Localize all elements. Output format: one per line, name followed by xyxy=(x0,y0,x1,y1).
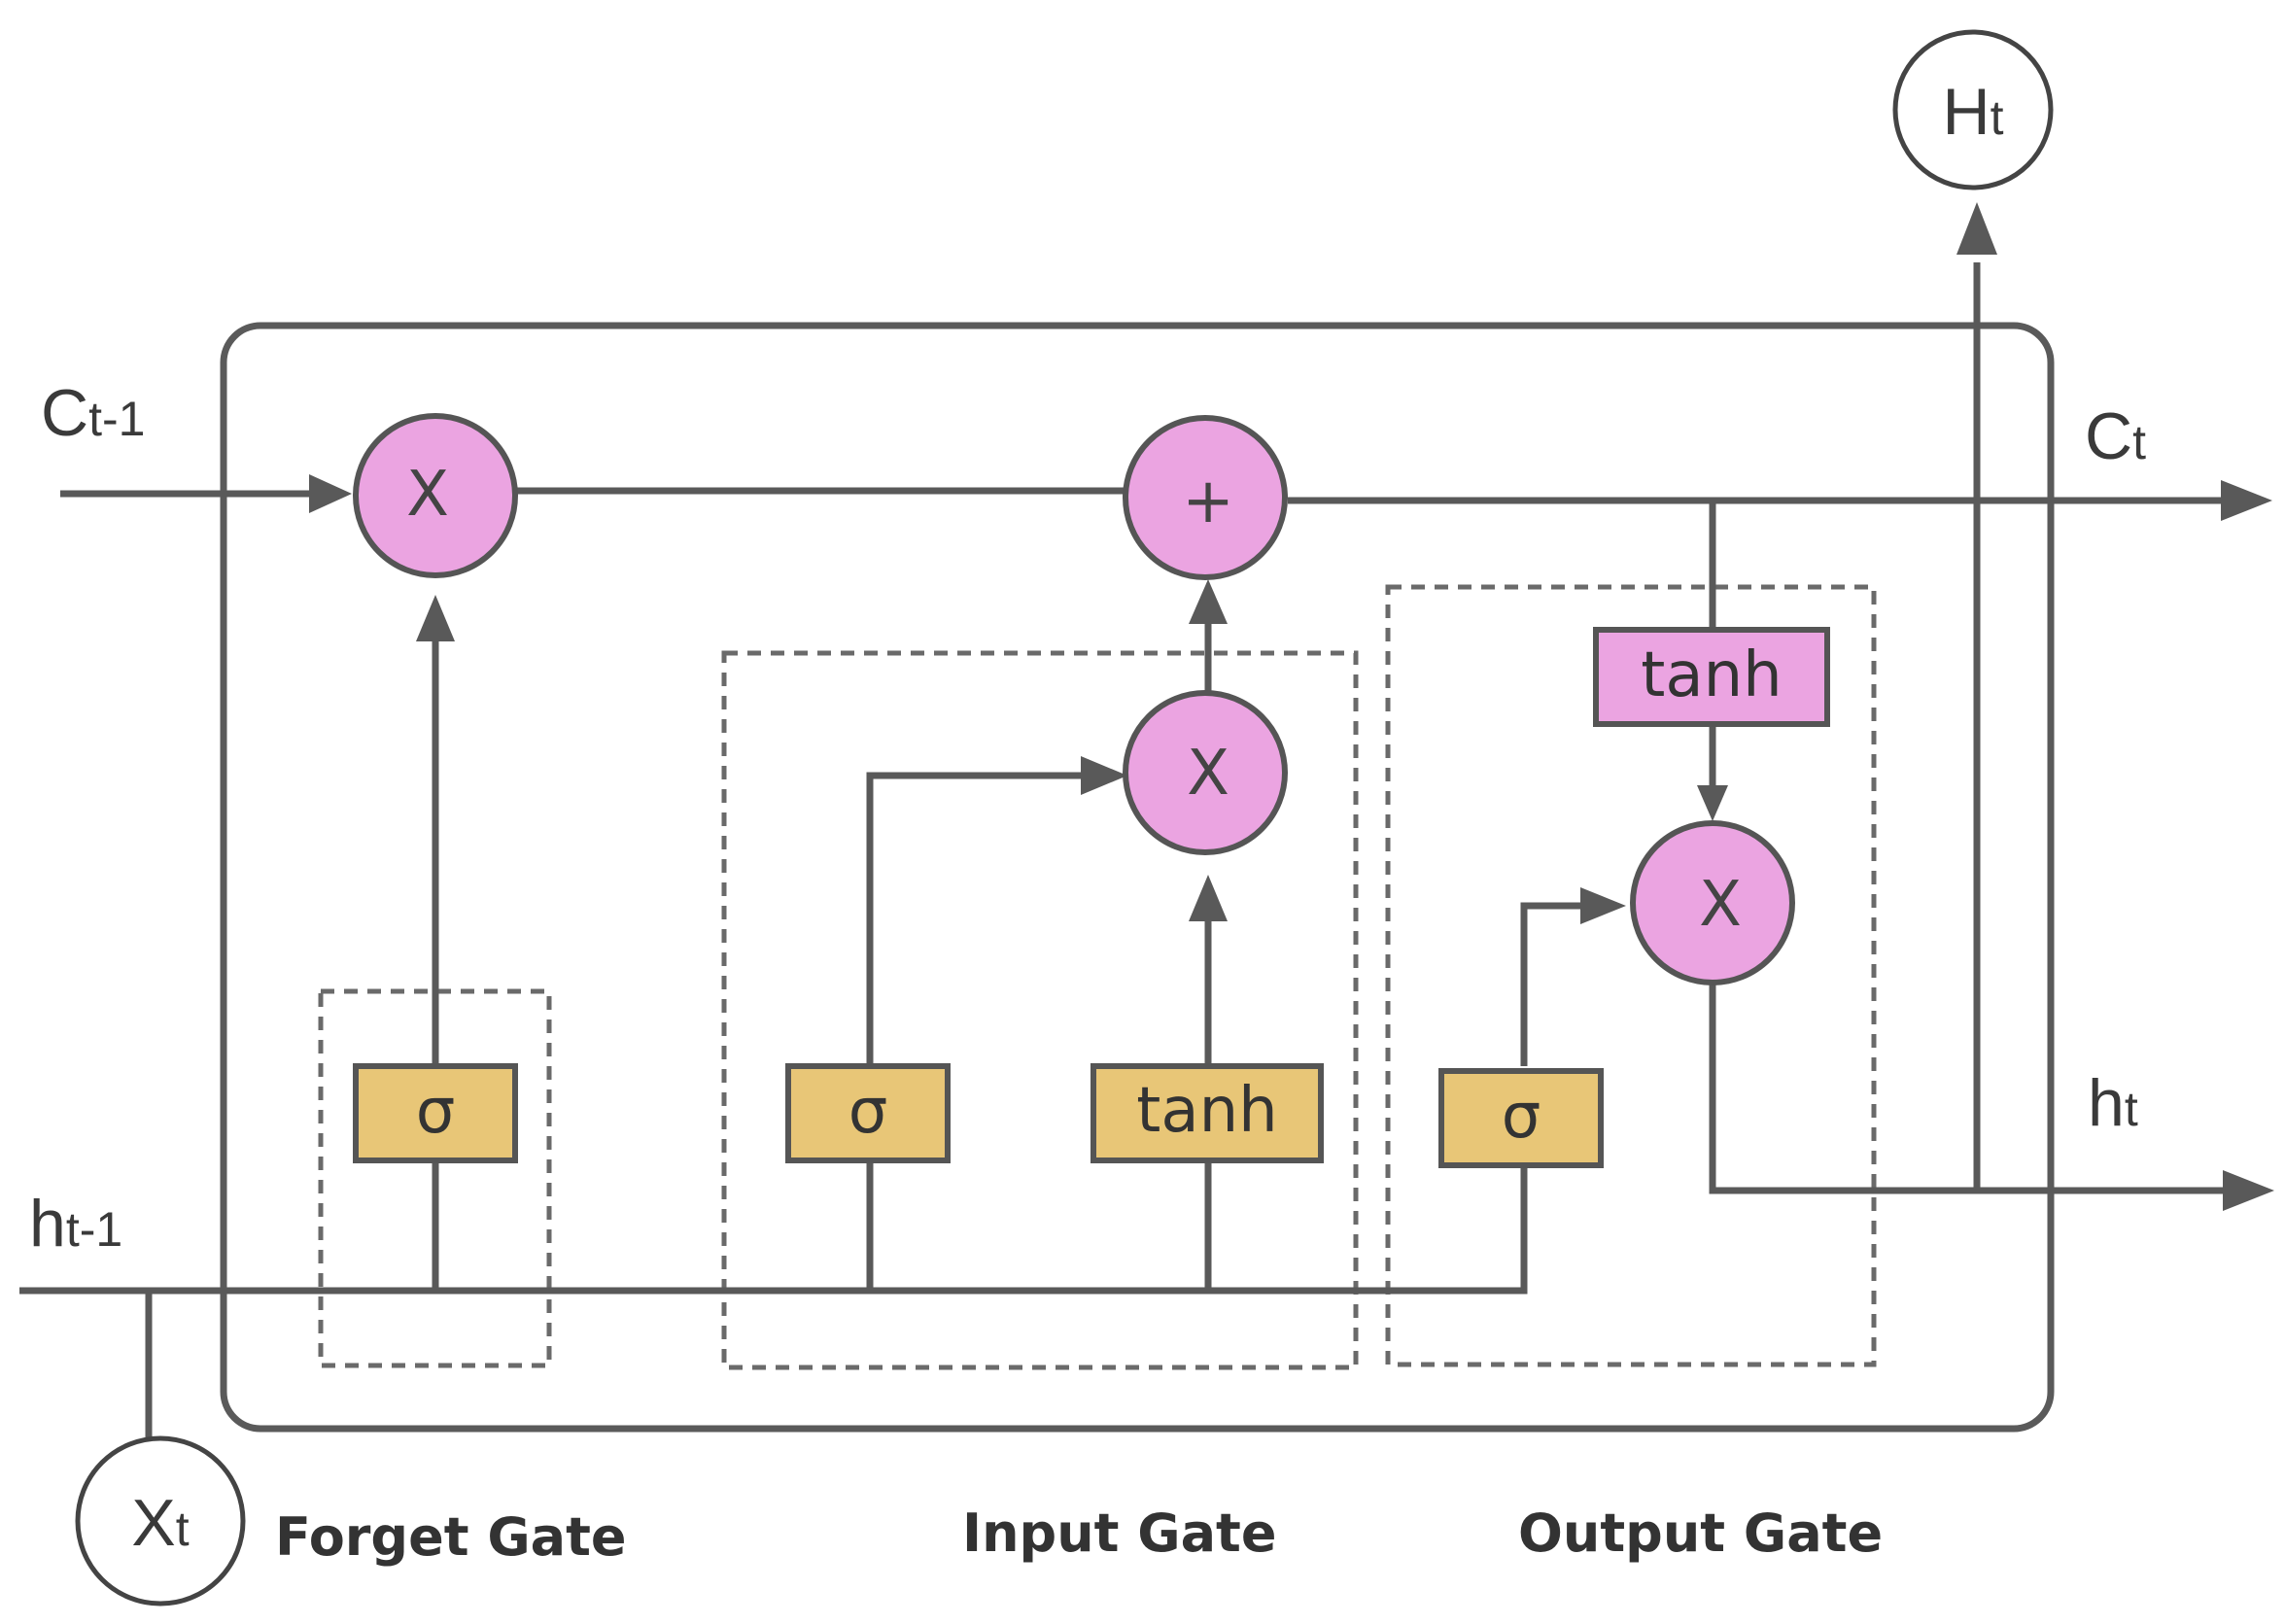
cell-out-label: Ct xyxy=(2085,399,2146,473)
hidden-prev-label: ht-1 xyxy=(29,1187,122,1261)
H-output-arrow xyxy=(1956,202,1997,255)
x-input-circle xyxy=(75,1435,246,1607)
H-output-label: Ht xyxy=(1942,75,2003,149)
output-tanh-box xyxy=(1593,627,1830,727)
hidden-out-label: ht xyxy=(2088,1066,2138,1140)
input-tanh-label: tanh xyxy=(1136,1075,1277,1147)
output-sigma-out-line xyxy=(1520,902,1584,1066)
cell-prev-label: Ct-1 xyxy=(41,376,145,450)
input-to-add-arrow xyxy=(1189,579,1228,624)
cell-add-circle xyxy=(1123,415,1288,580)
input-gate-caption: Input Gate xyxy=(962,1503,1276,1564)
output-gate-region xyxy=(1385,584,1877,1367)
input-sigma-box xyxy=(785,1063,951,1163)
forget-multiply-label: X xyxy=(406,459,449,531)
x-input-label: Xt xyxy=(131,1486,189,1560)
output-gate-caption: Output Gate xyxy=(1518,1503,1883,1564)
forget-gate-caption: Forget Gate xyxy=(275,1506,627,1568)
input-sigma-arrow xyxy=(1081,756,1127,795)
output-sigma-box xyxy=(1438,1068,1604,1168)
input-multiply-label: X xyxy=(1187,738,1229,810)
input-multiply-circle xyxy=(1123,690,1288,855)
input-sigma-out-line xyxy=(866,772,1084,1064)
input-tanh-arrow xyxy=(1189,875,1228,921)
output-multiply-label: X xyxy=(1699,869,1742,941)
H-output-circle xyxy=(1892,29,2054,190)
forget-sigma-box xyxy=(353,1063,518,1163)
cell-state-in-arrow xyxy=(309,474,352,513)
hidden-out-arrow xyxy=(2223,1170,2274,1211)
forget-sigma-label: σ xyxy=(416,1076,456,1148)
tanh-to-multiply-arrow xyxy=(1697,785,1728,821)
input-gate-region xyxy=(721,650,1359,1370)
output-sigma-label: σ xyxy=(1502,1081,1541,1153)
input-sigma-label: σ xyxy=(848,1076,888,1148)
forget-multiply-circle xyxy=(353,413,518,578)
cell-state-out-arrow xyxy=(2221,480,2272,521)
input-tanh-box xyxy=(1091,1063,1324,1163)
output-sigma-arrow xyxy=(1580,887,1626,924)
cell-frame xyxy=(220,322,2055,1433)
output-sigma-in-line xyxy=(1516,1166,1528,1295)
forget-arrow xyxy=(416,595,455,641)
output-tanh-label: tanh xyxy=(1641,639,1782,711)
cell-add-label: + xyxy=(1182,466,1234,537)
output-multiply-circle xyxy=(1630,820,1795,985)
output-to-h-line xyxy=(1709,984,2226,1194)
